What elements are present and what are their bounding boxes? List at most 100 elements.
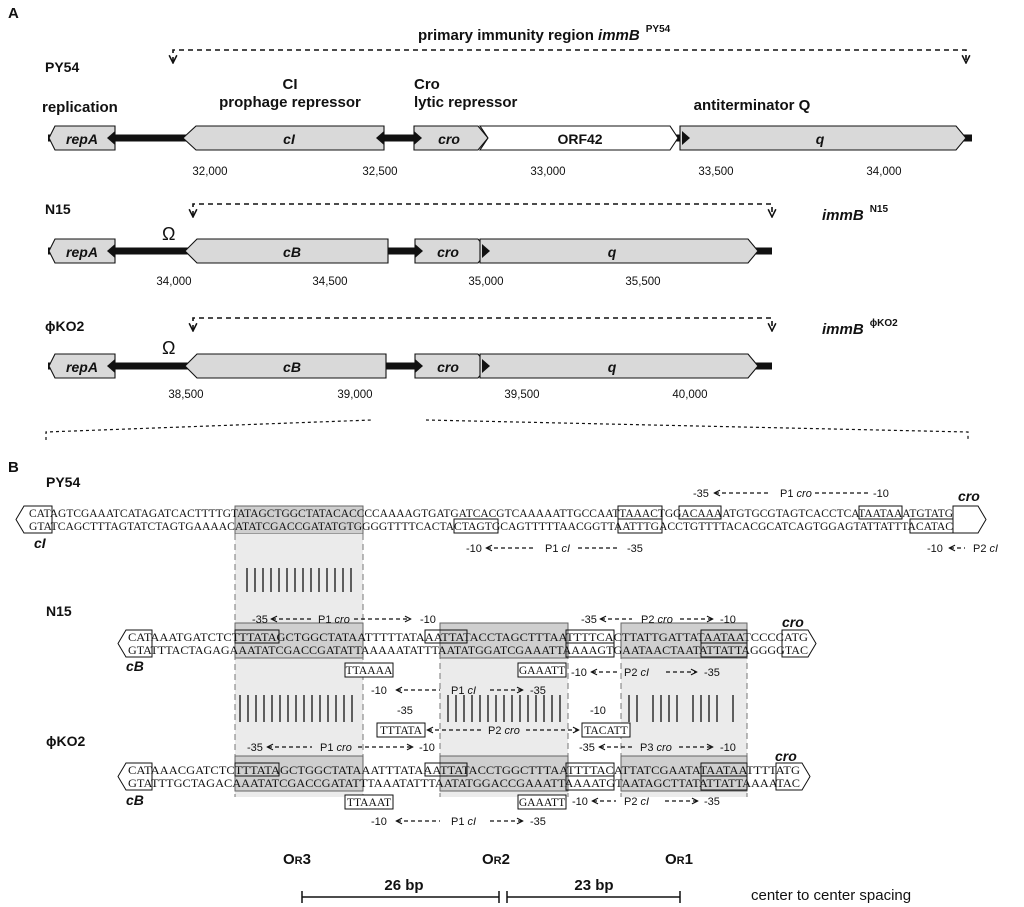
svg-text:cB: cB <box>283 244 301 260</box>
n15-p2ci-minus10-box <box>565 642 615 658</box>
svg-text:q: q <box>816 131 825 147</box>
py54-gene-orf42: ORF42 <box>478 125 679 151</box>
phiko2-p3cro-promoter: -35 P3 cro -10 <box>579 742 736 754</box>
py54-coordinate-ticks: 32,000 32,500 33,000 33,500 34,000 <box>192 166 901 178</box>
svg-text:repA: repA <box>66 244 98 260</box>
svg-text:P1 cro: P1 cro <box>780 488 812 500</box>
svg-text:-35: -35 <box>247 742 263 754</box>
phage-name-py54: PY54 <box>45 59 79 75</box>
tick-label: 34,500 <box>312 276 347 288</box>
tick-label: 40,000 <box>672 389 707 401</box>
svg-text:P2 cI: P2 cI <box>624 796 649 808</box>
phiko2-p2ci-minus10-box <box>565 775 615 791</box>
phiko2-p1cro-minus10-box <box>424 762 468 777</box>
seq-right-gene-cro-py54: cro <box>958 488 980 504</box>
n15-box-ttaaaa: TTAAAA <box>346 664 393 677</box>
panel-b: B <box>8 459 998 904</box>
annotation-ci-line1: CI <box>283 76 298 93</box>
svg-text:P3 cro: P3 cro <box>640 742 672 754</box>
n15-sequence-block: N15 cB cro CATAAATGATCTCTTTATAGCTGGCTATA… <box>46 603 817 738</box>
svg-text:cro: cro <box>437 359 459 375</box>
svg-text:P1 cI: P1 cI <box>451 685 476 697</box>
phage-name-n15: N15 <box>45 201 71 217</box>
phiko2-p1ci-promoter: -10 P1 cI -35 <box>371 816 546 828</box>
py54-p1cro-minus10-box <box>858 505 903 520</box>
conservation-marks <box>239 568 734 722</box>
n15-promoter-boxes <box>234 629 748 658</box>
n15-box-gaaatt: GAAATT <box>519 664 565 677</box>
svg-text:P2 cI: P2 cI <box>973 543 998 555</box>
svg-text:cI: cI <box>283 131 296 147</box>
py54-gene-repA: repA <box>48 125 116 151</box>
seq-phage-name-phiko2: ϕKO2 <box>46 733 85 749</box>
phiko2-cro-arrow-box <box>775 762 811 791</box>
n15-omega-terminator: Ω <box>162 224 175 244</box>
svg-text:-10: -10 <box>571 667 587 679</box>
svg-text:ORF42: ORF42 <box>557 131 602 147</box>
svg-text:-10: -10 <box>590 705 606 717</box>
tick-label: 33,500 <box>698 166 733 178</box>
svg-text:q: q <box>608 359 617 375</box>
svg-text:cB: cB <box>283 359 301 375</box>
n15-p1cro-minus35-box <box>234 629 280 644</box>
phiko2-box-gaaatt: GAAATT <box>519 796 565 809</box>
n15-p1ci-promoter: -10 P1 cI -35 <box>371 685 546 697</box>
svg-text:-10: -10 <box>572 796 588 808</box>
annotation-replication: replication <box>42 99 118 116</box>
spacing-caption: center to center spacing <box>751 887 911 904</box>
py54-map: PY54 replication CI prophage repressor C… <box>42 59 972 178</box>
n15-boxes-below: TTAAAA GAAATT <box>344 662 567 678</box>
svg-text:cro: cro <box>438 131 460 147</box>
svg-text:cro: cro <box>437 244 459 260</box>
n15-p2ci-minus35-box <box>700 642 748 658</box>
svg-text:-35: -35 <box>252 614 268 626</box>
operator-labels: OR3 OR2 OR1 <box>283 851 693 868</box>
tick-label: 34,000 <box>156 276 191 288</box>
n15-coordinate-ticks: 34,000 34,500 35,000 35,500 <box>156 276 660 288</box>
svg-text:P2 cro: P2 cro <box>641 614 673 626</box>
svg-text:-35: -35 <box>397 705 413 717</box>
panel-b-label: B <box>8 459 19 476</box>
tick-label: 39,500 <box>504 389 539 401</box>
n15-gene-repA: repA <box>48 238 116 264</box>
phiko2-p1ci-minus35-box <box>700 775 748 791</box>
phiko2-gene-q: q <box>479 353 759 379</box>
svg-text:-35: -35 <box>704 796 720 808</box>
svg-text:-10: -10 <box>927 543 943 555</box>
n15-p2cro-promoter: -35 P2 cro -10 <box>581 614 736 626</box>
tick-label: 33,000 <box>530 166 565 178</box>
svg-text:-35: -35 <box>530 685 546 697</box>
svg-text:-10: -10 <box>873 488 889 500</box>
n15-p2ci-promoter: -10 P2 cI -35 <box>571 667 720 679</box>
operator-or1: OR1 <box>665 851 693 868</box>
svg-text:repA: repA <box>66 131 98 147</box>
svg-text:-35: -35 <box>530 816 546 828</box>
operator-shading <box>234 505 748 797</box>
phiko2-sequence-block: ϕKO2 cB cro CATAAACGATCTCTTTATAGCTGGCTAT… <box>46 733 811 828</box>
phiko2-bottom-strand: GTATTTGCTAGACAAATATCGACCGATATTTAAATATTTA… <box>128 777 800 790</box>
svg-text:-10: -10 <box>371 685 387 697</box>
spacing-scale: 26 bp 23 bp center to center spacing <box>301 877 911 904</box>
svg-text:P1 cro: P1 cro <box>320 742 352 754</box>
py54-bottom-strand: GTATCAGCTTTAGTATCTAGTGAAAACATATCGACCGATA… <box>29 520 953 533</box>
phiko2-immunity-region-bracket <box>193 317 772 330</box>
svg-text:P1 cI: P1 cI <box>545 543 570 555</box>
spacing-26bp: 26 bp <box>384 877 423 894</box>
annotation-cro-line2: lytic repressor <box>414 94 518 111</box>
operator-or2: OR2 <box>482 851 510 868</box>
phiko2-top-strand: CATAAACGATCTCTTTATAGCTGGCTATAAATTTATAAAT… <box>128 764 801 777</box>
svg-text:P2 cro: P2 cro <box>488 725 520 737</box>
phiko2-promoter-boxes <box>234 762 748 791</box>
svg-text:-10: -10 <box>371 816 387 828</box>
seq-phage-name-py54: PY54 <box>46 474 80 490</box>
phiko2-boxes-below: TTAAAT GAAATT <box>344 794 567 810</box>
svg-text:repA: repA <box>66 359 98 375</box>
py54-gene-ci: cI <box>182 125 385 151</box>
svg-text:P1 cro: P1 cro <box>318 614 350 626</box>
zoom-line-right <box>425 419 969 440</box>
py54-p2ci-promoter: -10 P2 cI <box>927 543 998 555</box>
annotation-cro-line1: Cro <box>414 76 440 93</box>
